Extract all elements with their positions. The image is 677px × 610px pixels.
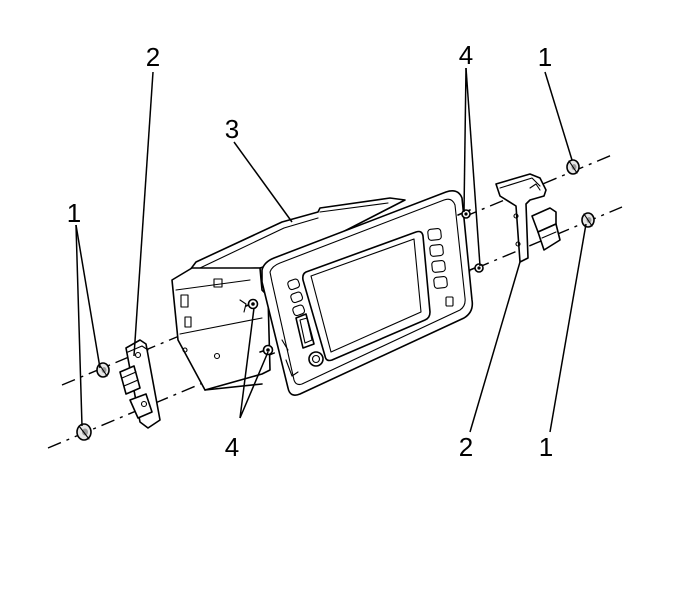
callout-bracket-left: 2: [146, 42, 160, 72]
callout-radio-unit: 3: [225, 114, 239, 144]
callout-nut-right-lower: 1: [539, 432, 553, 462]
bolt-upper-left: [245, 298, 259, 310]
nut-right-upper: [566, 159, 580, 175]
bracket-left: [119, 339, 161, 429]
nut-left-lower: [76, 423, 92, 441]
bracket-right: [495, 173, 561, 263]
radio-chassis: [171, 197, 406, 391]
bolt-lower-left: [259, 344, 274, 356]
callout-bracket-right: 2: [459, 432, 473, 462]
nut-right-lower: [581, 212, 595, 228]
callout-nut-right-upper: 1: [538, 42, 552, 72]
callout-nut-left: 1: [67, 198, 81, 228]
bolt-lower-right: [469, 263, 484, 273]
radio-faceplate: [261, 190, 474, 396]
callout-bolt-lower: 4: [225, 432, 239, 462]
leader-lines: [75, 67, 587, 433]
callout-labels: 2 3 4 1 1 4 2 1: [67, 40, 553, 462]
bolt-upper-right: [457, 209, 471, 219]
callout-bolt-upper: 4: [459, 40, 473, 70]
